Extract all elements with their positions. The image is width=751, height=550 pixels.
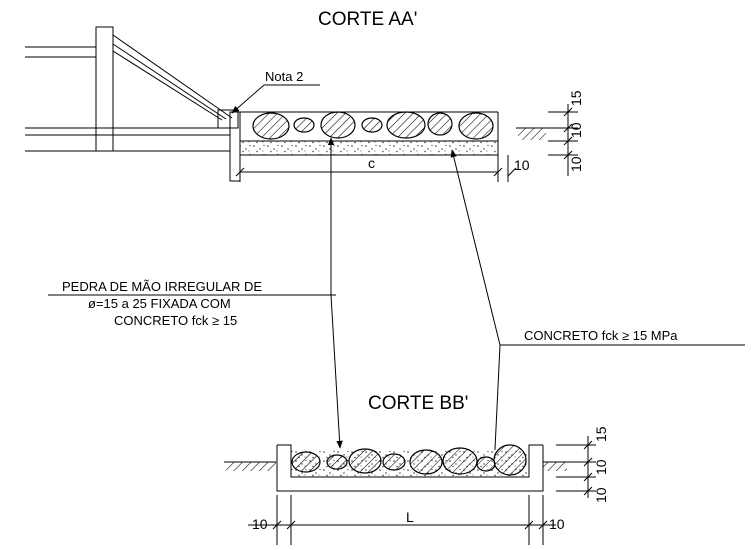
section-bb-title: CORTE BB' [368, 393, 468, 414]
aa-stone [427, 112, 453, 136]
aa-dim-c: c [368, 155, 375, 171]
aa-dimensions: c 10 15 10 10 [235, 90, 584, 182]
bb-stone [348, 448, 382, 474]
concrete-callout: CONCRETO fck ≥ 15 MPa [450, 149, 745, 471]
bb-stone [382, 453, 406, 471]
stone-callout-line3: CONCRETO fck ≥ 15 [114, 313, 237, 328]
aa-stone [252, 112, 290, 140]
bb-stone [442, 447, 478, 475]
stone-callout-line1: PEDRA DE MÃO IRREGULAR DE [62, 279, 262, 294]
aa-stone [320, 111, 356, 139]
bb-dimensions: 10 L 10 15 10 10 [248, 426, 609, 545]
aa-structure [25, 26, 241, 182]
bb-dim-l: L [406, 509, 414, 525]
bb-stone [326, 454, 348, 470]
aa-dim-top: 15 [568, 90, 584, 106]
aa-channel [239, 111, 499, 156]
bb-dim-top: 15 [593, 426, 609, 442]
aa-stone [386, 111, 426, 139]
bb-stone [493, 444, 527, 476]
bb-stone [409, 449, 443, 475]
concrete-callout-line1: CONCRETO fck ≥ 15 MPa [524, 328, 678, 343]
aa-dim-bottom: 10 [568, 156, 584, 172]
aa-stone [458, 112, 494, 140]
aa-note-label: Nota 2 [265, 69, 303, 84]
bb-stone [291, 451, 321, 473]
aa-note-leader: Nota 2 [231, 69, 320, 114]
bb-dim-left: 10 [252, 516, 268, 532]
section-aa-title: CORTE AA' [318, 9, 417, 30]
aa-dim-side: 10 [514, 157, 530, 173]
bb-dim-right: 10 [549, 516, 565, 532]
stone-callout-line2: ø=15 a 25 FIXADA COM [88, 296, 231, 311]
aa-dim-mid: 10 [568, 122, 584, 138]
bb-dim-bottom: 10 [593, 487, 609, 503]
aa-stone [293, 117, 315, 133]
stone-callout: PEDRA DE MÃO IRREGULAR DE ø=15 a 25 FIXA… [48, 137, 343, 449]
aa-ground [516, 127, 550, 140]
bb-dim-mid: 10 [593, 459, 609, 475]
bb-stone [476, 456, 496, 472]
aa-concrete-base [240, 141, 498, 155]
aa-stone [361, 117, 383, 133]
bb-channel [276, 444, 544, 492]
